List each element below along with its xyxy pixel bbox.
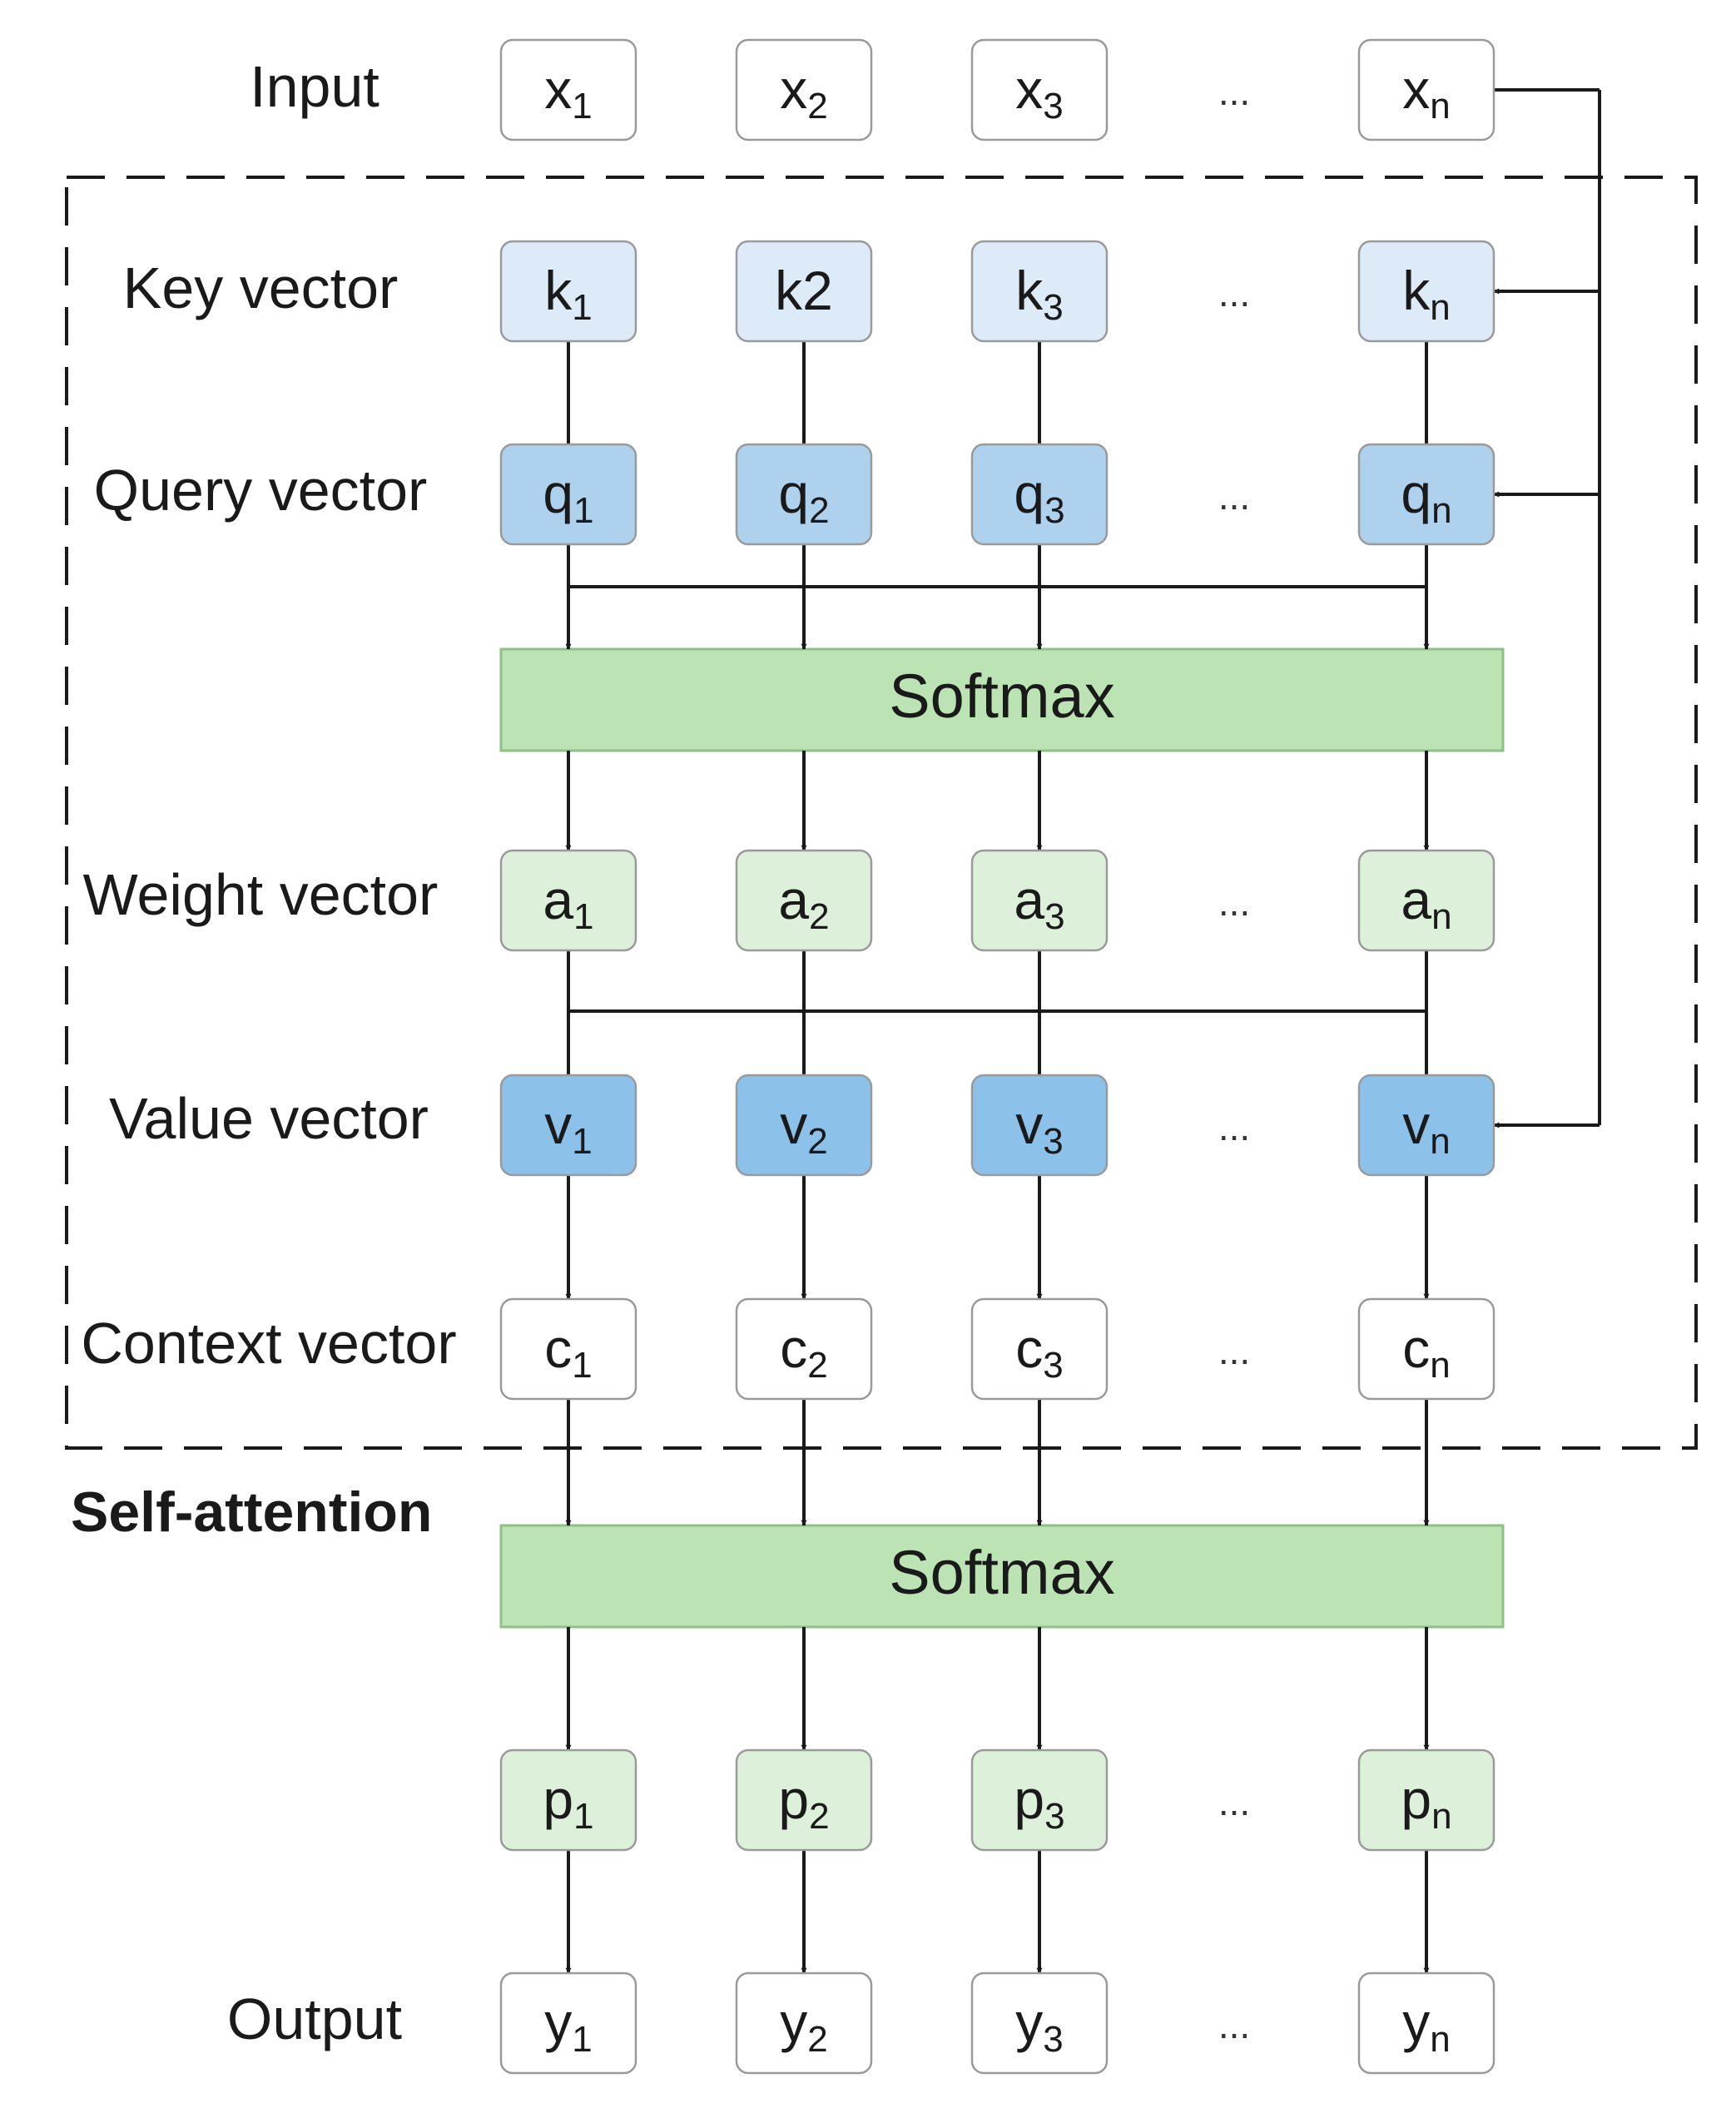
cell-label-input-4: xn — [1402, 58, 1450, 126]
cell-query-4: qn — [1357, 443, 1495, 546]
label-self-attention: Self-attention — [71, 1481, 432, 1544]
cell-p-3: p3 — [970, 1748, 1109, 1852]
cell-input-4: xn — [1357, 38, 1495, 141]
cell-query-3: q3 — [970, 443, 1109, 546]
cell-context-1: c1 — [499, 1297, 637, 1401]
cell-key-2: k2 — [735, 240, 873, 343]
cell-label-output-1: y1 — [544, 1991, 592, 2060]
cell-label-p-3: p3 — [1014, 1768, 1064, 1837]
ellipsis-query: ... — [1218, 474, 1250, 518]
softmax-block-1: Softmax — [499, 647, 1505, 752]
cell-label-p-1: p1 — [543, 1768, 593, 1837]
cell-label-p-4: pn — [1401, 1768, 1451, 1837]
ellipsis-weight: ... — [1218, 880, 1250, 924]
cell-label-value-2: v2 — [780, 1094, 827, 1162]
cell-value-1: v1 — [499, 1074, 637, 1177]
cell-key-4: kn — [1357, 240, 1495, 343]
softmax-label-2: Softmax — [889, 1538, 1114, 1607]
cell-output-2: y2 — [735, 1972, 873, 2075]
cell-input-2: x2 — [735, 38, 873, 141]
cell-output-4: yn — [1357, 1972, 1495, 2075]
cell-value-2: v2 — [735, 1074, 873, 1177]
cell-label-weight-3: a3 — [1014, 869, 1064, 937]
cell-p-4: pn — [1357, 1748, 1495, 1852]
cell-output-1: y1 — [499, 1972, 637, 2075]
label-context-vector: Context vector — [81, 1311, 456, 1376]
softmax-block-2: Softmax — [499, 1524, 1505, 1629]
label-weight-vector: Weight vector — [83, 862, 439, 927]
connection-lines — [565, 88, 1601, 1974]
cell-query-1: q1 — [499, 443, 637, 546]
cell-label-key-4: kn — [1402, 260, 1450, 328]
cell-context-3: c3 — [970, 1297, 1109, 1401]
cell-weight-4: an — [1357, 849, 1495, 952]
cell-label-input-2: x2 — [780, 58, 827, 126]
vector-cells: x1 x2 x3 xn k1 k2 k3 kn q1 q2 q3 qn a1 a2 a3 an v1 v2 v3 vn… — [499, 38, 1495, 2075]
cell-weight-1: a1 — [499, 849, 637, 952]
label-input: Input — [250, 54, 379, 119]
cell-label-weight-1: a1 — [543, 869, 593, 937]
ellipsis-input: ... — [1218, 70, 1250, 113]
cell-label-context-2: c2 — [780, 1317, 827, 1386]
cell-label-context-1: c1 — [544, 1317, 592, 1386]
cell-key-1: k1 — [499, 240, 637, 343]
label-output: Output — [227, 1986, 402, 2051]
ellipsis-context: ... — [1218, 1329, 1250, 1372]
cell-label-key-1: k1 — [544, 260, 592, 328]
cell-context-2: c2 — [735, 1297, 873, 1401]
cell-output-3: y3 — [970, 1972, 1109, 2075]
label-query-vector: Query vector — [94, 458, 428, 523]
cell-label-output-3: y3 — [1015, 1991, 1063, 2060]
cell-input-1: x1 — [499, 38, 637, 141]
cell-label-value-3: v3 — [1015, 1094, 1063, 1162]
ellipsis-output: ... — [1218, 2003, 1250, 2046]
ellipsis-markers: ........................ — [1218, 70, 1250, 2046]
cell-p-1: p1 — [499, 1748, 637, 1852]
cell-label-query-3: q3 — [1014, 463, 1064, 531]
cell-value-3: v3 — [970, 1074, 1109, 1177]
cell-label-weight-4: an — [1401, 869, 1451, 937]
cell-label-context-4: cn — [1402, 1317, 1450, 1386]
self-attention-boundary — [65, 176, 1698, 1450]
cell-label-input-3: x3 — [1015, 58, 1063, 126]
cell-query-2: q2 — [735, 443, 873, 546]
cell-label-value-4: vn — [1402, 1094, 1450, 1162]
cell-label-weight-2: a2 — [778, 869, 829, 937]
ellipsis-p: ... — [1218, 1780, 1250, 1823]
cell-label-query-4: qn — [1401, 463, 1451, 531]
softmax-label-1: Softmax — [889, 662, 1114, 731]
label-key-vector: Key vector — [123, 255, 399, 320]
cell-weight-2: a2 — [735, 849, 873, 952]
cell-weight-3: a3 — [970, 849, 1109, 952]
ellipsis-key: ... — [1218, 271, 1250, 315]
cell-label-key-2: k2 — [775, 260, 833, 321]
label-value-vector: Value vector — [109, 1086, 429, 1151]
cell-label-value-1: v1 — [544, 1094, 592, 1162]
cell-label-context-3: c3 — [1015, 1317, 1063, 1386]
cell-label-query-2: q2 — [778, 463, 829, 531]
ellipsis-value: ... — [1218, 1105, 1250, 1148]
cell-input-3: x3 — [970, 38, 1109, 141]
cell-label-p-2: p2 — [778, 1768, 829, 1837]
cell-p-2: p2 — [735, 1748, 873, 1852]
cell-value-4: vn — [1357, 1074, 1495, 1177]
cell-label-output-4: yn — [1402, 1991, 1450, 2060]
cell-label-output-2: y2 — [780, 1991, 827, 2060]
cell-label-query-1: q1 — [543, 463, 593, 531]
cell-context-4: cn — [1357, 1297, 1495, 1401]
cell-label-input-1: x1 — [544, 58, 592, 126]
cell-key-3: k3 — [970, 240, 1109, 343]
cell-label-key-3: k3 — [1015, 260, 1063, 328]
